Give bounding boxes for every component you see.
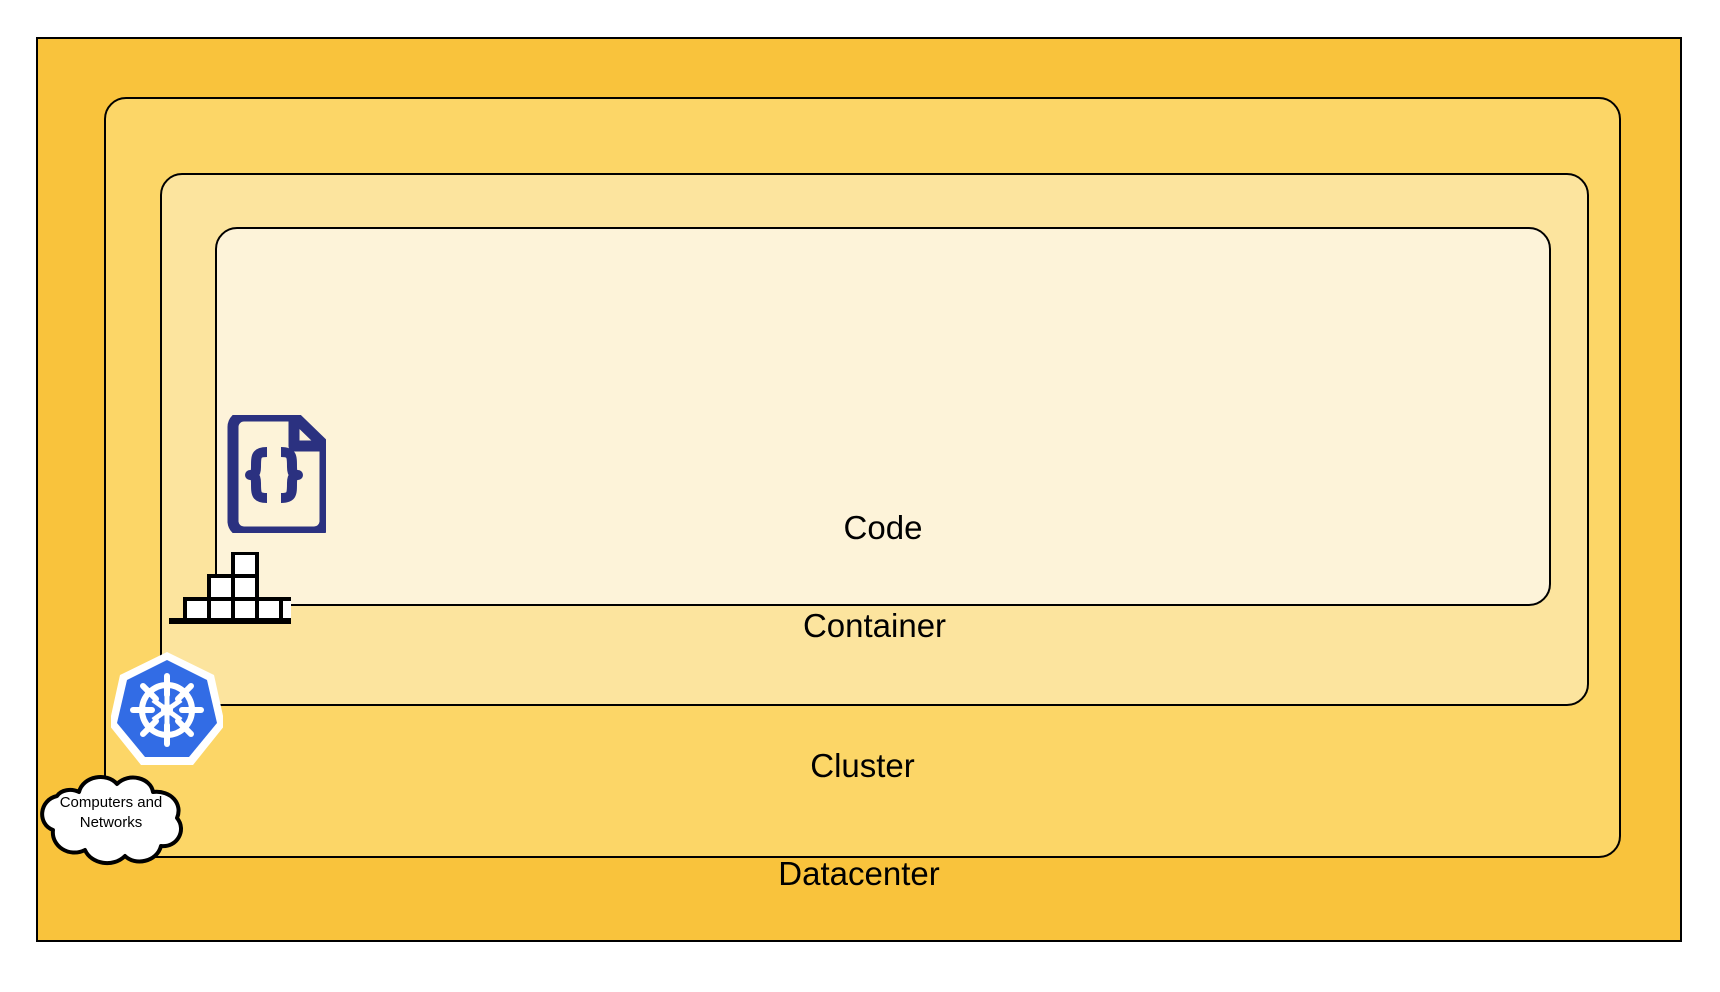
kubernetes-helm-icon <box>109 650 225 768</box>
layer-datacenter[interactable]: Cloud/Co-Lo/Corporate Datacenter Cluster… <box>36 37 1682 942</box>
layer-cluster-label: Cluster <box>810 747 915 784</box>
layer-code-label: Code <box>843 509 923 546</box>
layer-container[interactable]: Container Code <box>160 173 1589 706</box>
cloud-shape <box>35 770 187 866</box>
layer-cluster[interactable]: Cluster Container Code <box>104 97 1621 858</box>
layer-code[interactable]: Code <box>215 227 1551 606</box>
layer-container-label: Container <box>802 607 947 644</box>
container-blocks-icon <box>169 551 307 626</box>
json-document-icon <box>222 410 331 538</box>
